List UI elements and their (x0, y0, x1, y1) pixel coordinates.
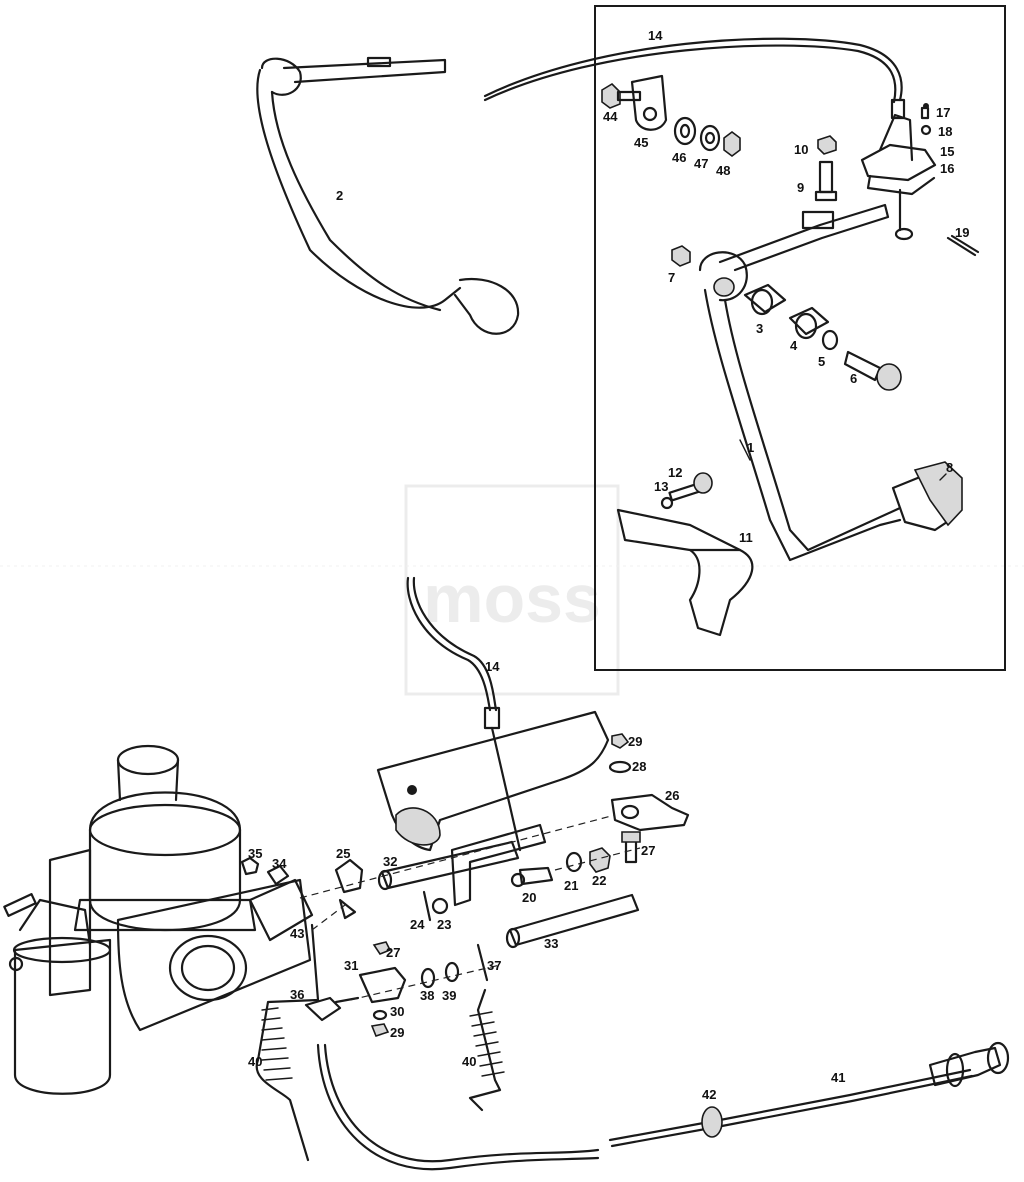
callout-13: 13 (654, 479, 668, 494)
callout-27-lower: 27 (386, 945, 400, 960)
callout-44: 44 (603, 109, 618, 124)
callout-12: 12 (668, 465, 682, 480)
callout-30: 30 (390, 1004, 404, 1019)
callout-6: 6 (850, 371, 857, 386)
callout-39: 39 (442, 988, 456, 1003)
callout-34: 34 (272, 856, 287, 871)
callout-40-right: 40 (462, 1054, 476, 1069)
callout-22: 22 (592, 873, 606, 888)
carburettor (3, 744, 314, 1095)
split-pin-19 (946, 234, 980, 257)
callout-29-lower: 29 (390, 1025, 404, 1040)
callout-20: 20 (522, 890, 536, 905)
callout-28: 28 (632, 759, 646, 774)
bolt-and-bracket (601, 74, 668, 131)
inset-frame (594, 5, 1006, 671)
choke-cable-41-42 (316, 1041, 1010, 1171)
callout-40-left: 40 (248, 1054, 262, 1069)
callout-19: 19 (955, 225, 969, 240)
callout-46: 46 (672, 150, 686, 165)
callout-42: 42 (702, 1087, 716, 1102)
leader-lines (739, 439, 947, 481)
callout-8: 8 (946, 460, 953, 475)
callout-32: 32 (383, 854, 397, 869)
callout-43: 43 (290, 926, 304, 941)
callout-26: 26 (665, 788, 679, 803)
callout-9: 9 (797, 180, 804, 195)
throttle-lever-assembly (334, 823, 554, 920)
callout-35: 35 (248, 846, 262, 861)
washers-and-nut (673, 116, 741, 157)
callout-4: 4 (790, 338, 798, 353)
callout-33: 33 (544, 936, 558, 951)
callout-25: 25 (336, 846, 350, 861)
callout-27-upper: 27 (641, 843, 655, 858)
callout-45: 45 (634, 135, 648, 150)
bulkhead-panel (376, 710, 610, 852)
callout-11: 11 (739, 530, 753, 545)
callout-31: 31 (344, 958, 358, 973)
callout-15: 15 (940, 144, 954, 159)
throttle-cable-lower (406, 576, 522, 852)
nut-7 (671, 245, 691, 267)
linkage-rods (377, 840, 640, 949)
fixings-20-24 (422, 847, 611, 922)
callout-7: 7 (668, 270, 675, 285)
callout-18: 18 (938, 124, 952, 139)
callout-29-upper: 29 (628, 734, 642, 749)
callout-21: 21 (564, 878, 578, 893)
callout-23: 23 (437, 917, 451, 932)
callout-48: 48 (716, 163, 730, 178)
return-springs-40 (255, 923, 505, 1162)
callout-14-lower: 14 (485, 659, 500, 674)
pedal-lever-part-1 (698, 203, 963, 562)
moss-watermark: moss (0, 484, 1024, 696)
pivot-bracket-15-16 (860, 103, 937, 241)
bushes-washer-bolt (743, 283, 902, 391)
watermark-text: moss (423, 561, 601, 637)
callout-36: 36 (290, 987, 304, 1002)
callout-labels: 1 2 3 4 5 6 7 8 9 10 11 12 13 14 14 15 1… (248, 28, 969, 1102)
callout-5: 5 (818, 354, 825, 369)
callout-41: 41 (831, 1070, 845, 1085)
callout-17: 17 (936, 105, 950, 120)
callout-14-upper: 14 (648, 28, 663, 43)
stop-bracket-11-13 (616, 472, 754, 637)
fittings-31-39 (304, 941, 489, 1037)
callout-1: 1 (747, 440, 754, 455)
callout-3: 3 (756, 321, 763, 336)
callout-16: 16 (940, 161, 954, 176)
callout-24: 24 (410, 917, 425, 932)
pedal-lever-part-2 (256, 56, 520, 335)
nut-and-bolt-9-10 (814, 135, 838, 202)
callout-47: 47 (694, 156, 708, 171)
callout-10: 10 (794, 142, 808, 157)
alignment-lines (299, 814, 641, 1001)
callout-2: 2 (336, 188, 343, 203)
callout-37: 37 (487, 958, 501, 973)
callout-38: 38 (420, 988, 434, 1003)
bracket-26-fixings (608, 733, 690, 864)
throttle-cable-upper (483, 37, 906, 120)
